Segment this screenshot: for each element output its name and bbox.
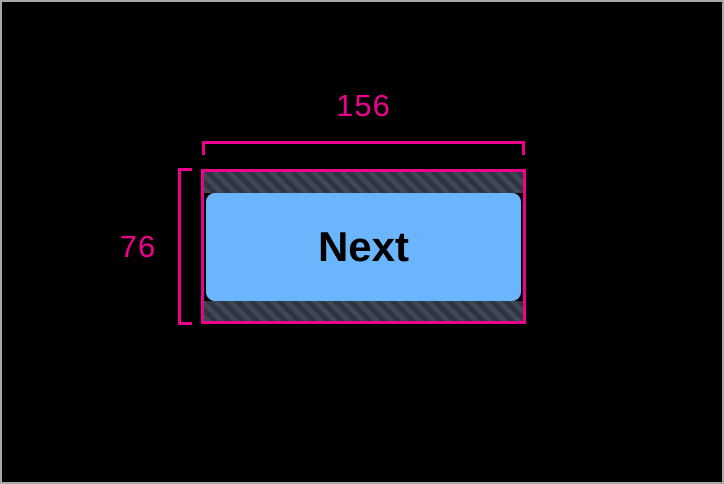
height-measurement-bracket [178,168,192,325]
width-measurement-label: 156 [336,88,391,123]
bottom-inset-hatch [204,301,523,321]
next-button[interactable]: Next [206,193,521,301]
width-measurement-bracket [202,141,525,155]
top-inset-hatch [204,172,523,193]
height-measurement-label: 76 [119,229,157,264]
element-bounding-box: Next [201,169,526,324]
next-button-label: Next [317,223,410,270]
